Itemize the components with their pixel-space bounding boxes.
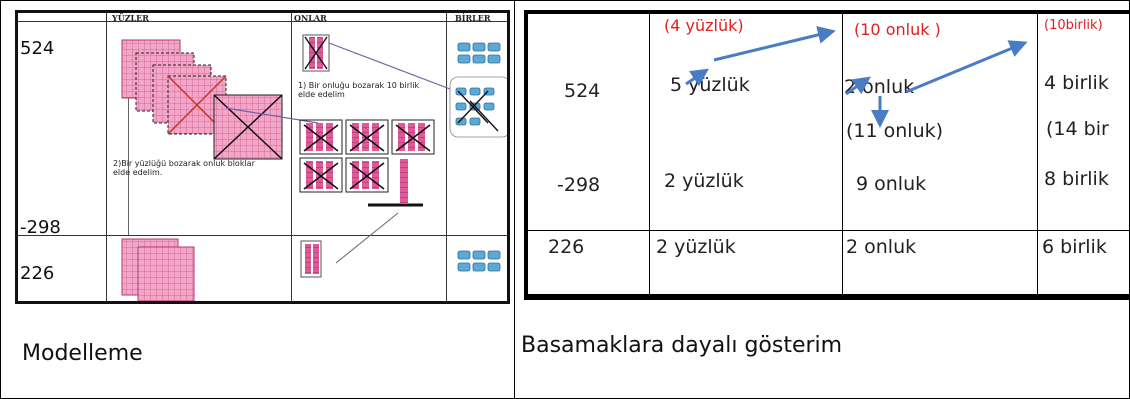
row3-number: 226 bbox=[548, 236, 585, 258]
panel-divider bbox=[514, 0, 515, 399]
row2-hundreds: 2 yüzlük bbox=[664, 170, 744, 192]
arrow-tens-strike bbox=[845, 76, 871, 96]
row3-ones: 6 birlik bbox=[1042, 236, 1107, 258]
modelling-panel: YÜZLER ONLAR BİRLER 524 -298 226 1) Bir … bbox=[15, 10, 510, 304]
header-tens: ONLAR bbox=[294, 13, 327, 23]
row2-number: -298 bbox=[557, 174, 601, 196]
regroup-tens: (10 onluk ) bbox=[854, 20, 941, 39]
col-rule-3 bbox=[446, 13, 447, 301]
hundred-flat-crossed bbox=[213, 94, 283, 160]
base-ten-blocks bbox=[121, 34, 507, 301]
note-break-hundred: 2)Bir yüzlüğü bozarak onluk bloklar elde… bbox=[113, 159, 255, 177]
place-value-panel: (4 yüzlük) (10 onluk ) (10birlik) 524 5 … bbox=[524, 10, 1130, 300]
row1-number: 524 bbox=[564, 80, 601, 102]
row-rule-result bbox=[524, 230, 1130, 231]
regroup-arrows bbox=[685, 26, 1028, 128]
col-rule-1 bbox=[106, 13, 107, 301]
tens-rods-grid bbox=[299, 119, 435, 264]
regroup-ones-after: (14 bir bbox=[1046, 118, 1109, 140]
row1-ones: 4 birlik bbox=[1044, 72, 1109, 94]
caption-place-value: Basamaklara dayalı gösterim bbox=[521, 333, 843, 358]
regroup-hundreds: (4 yüzlük) bbox=[664, 16, 744, 35]
row-rule bbox=[18, 235, 507, 236]
header-hundreds: YÜZLER bbox=[112, 13, 149, 23]
number-result: 226 bbox=[20, 263, 55, 284]
row2-ones: 8 birlik bbox=[1044, 168, 1109, 190]
table-frame bbox=[524, 10, 1130, 300]
arrow-hundreds-strike bbox=[685, 68, 709, 87]
col-rule-a bbox=[649, 10, 650, 300]
arrow-hundreds-to-tens bbox=[713, 26, 836, 62]
ones-cubes bbox=[449, 42, 507, 272]
regroup-tens-after: (11 onluk) bbox=[846, 120, 944, 142]
row3-tens: 2 onluk bbox=[846, 236, 917, 258]
col-rule-b bbox=[842, 10, 843, 300]
col-rule-2 bbox=[291, 13, 292, 301]
header-rule bbox=[18, 21, 507, 22]
caption-modelling: Modelleme bbox=[22, 341, 143, 366]
guide-line bbox=[128, 73, 129, 235]
row2-tens: 9 onluk bbox=[856, 173, 927, 195]
header-ones: BİRLER bbox=[455, 13, 491, 23]
number-top: 524 bbox=[20, 38, 55, 59]
row3-hundreds: 2 yüzlük bbox=[656, 236, 736, 258]
number-subtract: -298 bbox=[20, 217, 61, 238]
arrow-tens-to-ones bbox=[905, 40, 1028, 94]
regroup-ones: (10birlik) bbox=[1044, 18, 1103, 33]
note-break-ten: 1) Bir onluğu bozarak 10 birlik elde ede… bbox=[298, 81, 420, 99]
col-rule-c bbox=[1037, 10, 1038, 300]
